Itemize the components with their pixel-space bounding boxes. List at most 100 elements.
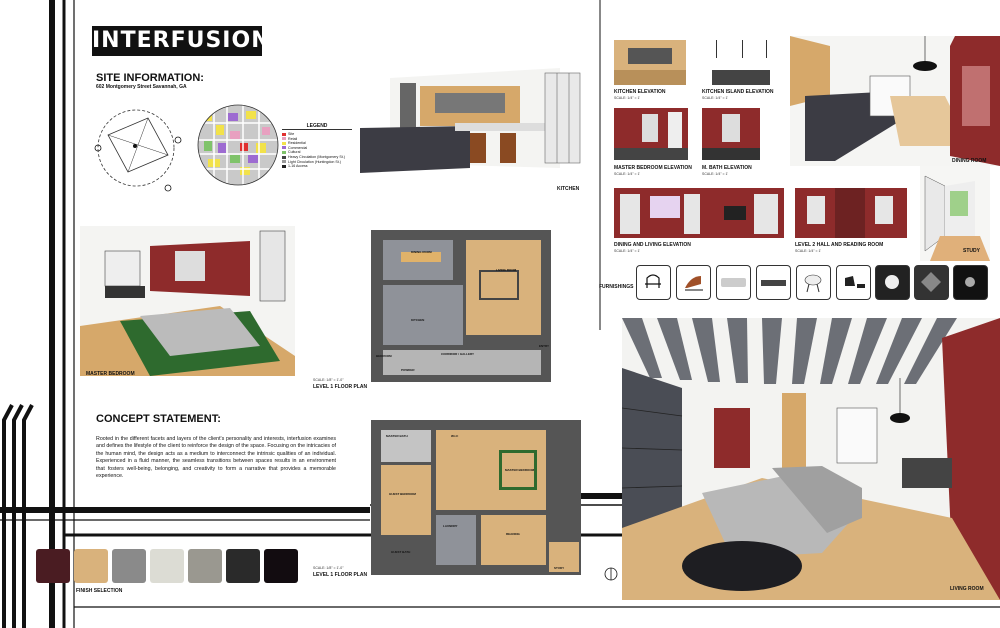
finish-swatch-white-marble	[150, 549, 184, 583]
finish-swatch-black-marble	[226, 549, 260, 583]
eames-lounger-icon	[836, 265, 871, 300]
legend-item: Light Circulation (Huntingdon St.)	[282, 160, 352, 165]
site-info-heading: SITE INFORMATION:	[96, 72, 204, 84]
plan2-guest-bed	[381, 465, 431, 535]
dining-room-perspective	[790, 36, 1000, 166]
plan2-bed-green	[499, 450, 537, 490]
plan2-room-guest-bath: GUEST BATH	[391, 550, 411, 554]
legend-label: Commercial	[288, 145, 308, 150]
legend-swatch	[282, 164, 286, 168]
legend-item: Cultural	[282, 150, 352, 155]
plan2-room-guest-bed: GUEST BEDROOM	[389, 492, 416, 496]
elevation-scale-5: SCALE: 1/4" = 1'	[614, 249, 641, 253]
study-sketch	[920, 166, 990, 261]
living-room-label: LIVING ROOM	[950, 586, 984, 592]
master-bedroom-sketch	[80, 226, 295, 376]
elevation-label-6: LEVEL 2 HALL AND READING ROOM	[795, 242, 884, 248]
plan1-kitchen	[383, 285, 463, 345]
level1-plan-label: LEVEL 1 FLOOR PLAN	[313, 384, 368, 390]
legend-swatch	[282, 132, 286, 136]
plan2-laundry	[436, 515, 476, 565]
legend-swatch	[282, 146, 286, 150]
plan2-reading	[481, 515, 546, 565]
plan2-room-master-bath: MASTER BATH	[386, 434, 408, 438]
plan2-master-bath	[381, 430, 431, 462]
legend-item: Retail	[282, 137, 352, 142]
level2-plan-label: LEVEL 1 FLOOR PLAN	[313, 572, 368, 578]
master-bedroom-perspective	[80, 226, 295, 376]
site-map	[197, 104, 279, 186]
legend-label: 1-16 Access	[288, 164, 308, 169]
kitchen-label: KITCHEN	[557, 186, 580, 192]
finish-selection-label: FINISH SELECTION	[76, 588, 123, 594]
plan1-room-dining: DINING ROOM	[411, 250, 432, 254]
plan1-room-kitchen: KITCHEN	[411, 318, 425, 322]
finish-swatch-grey-stone	[188, 549, 222, 583]
plan1-living	[466, 240, 541, 335]
dining-room-label: DINING ROOM	[952, 158, 987, 164]
study-perspective	[920, 166, 990, 261]
elevation-scale-4: SCALE: 1/4" = 1'	[702, 172, 729, 176]
elevation-scale-3: SCALE: 1/4" = 1'	[614, 172, 641, 176]
legend-label: Residential	[288, 141, 306, 146]
legend-label: Cultural	[288, 150, 301, 155]
plan2-room-master-bed: MASTER BEDROOM	[505, 468, 535, 472]
concept-statement: Rooted in the different facets and layer…	[96, 436, 336, 480]
living-room-sketch	[622, 318, 1000, 600]
north-arrow-icon	[604, 567, 618, 581]
plan1-room-bedroom: BEDROOM	[376, 354, 392, 358]
legend-item: 1-16 Access	[282, 164, 352, 169]
plan2-master-bed	[436, 430, 546, 510]
legend-item: Commercial	[282, 146, 352, 151]
pendant-light-icon	[875, 265, 910, 300]
elevation-label-5: DINING AND LIVING ELEVATION	[614, 242, 691, 248]
elevation-label-4: M. BATH ELEVATION	[702, 165, 752, 171]
site-address: 602 Montgomery Street Savannah, GA	[96, 84, 187, 90]
finish-swatch-black-lacquer	[264, 549, 298, 583]
sun-path-diagram	[94, 109, 182, 192]
sculpture-icon	[953, 265, 988, 300]
elevation-label-1: KITCHEN ELEVATION	[614, 89, 666, 95]
level2-floor-plan: MASTER BATH W.I.C MASTER BEDROOM GUEST B…	[371, 420, 581, 575]
level1-floor-plan: DINING ROOM LIVING ROOM KITCHEN BEDROOM …	[371, 230, 551, 382]
furnishings-label: FURNISHINGS	[599, 284, 634, 290]
legend-title: LEGEND	[282, 123, 352, 130]
elevation-label-3: MASTER BEDROOM ELEVATION	[614, 165, 692, 171]
legend-label: Light Circulation (Huntingdon St.)	[288, 159, 341, 164]
kitchen-perspective	[360, 68, 590, 190]
elevation-scale-2: SCALE: 1/4" = 1'	[702, 96, 729, 100]
plan1-room-powder: POWDER	[401, 368, 415, 372]
legend-item: Heavy Circulation (Montgomery St.)	[282, 155, 352, 160]
plan2-study	[549, 542, 579, 572]
level2-scale: SCALE: 1/8" = 1'-0"	[313, 566, 344, 570]
dining-sketch	[790, 36, 1000, 166]
legend-item: Residential	[282, 141, 352, 146]
elevation-label-2: KITCHEN ISLAND ELEVATION	[702, 89, 774, 95]
plan1-room-corridor: CORRIDOR / GALLERY	[441, 352, 475, 356]
legend-swatch	[282, 141, 286, 145]
console-icon	[756, 265, 791, 300]
plan2-room-study: STUDY	[554, 566, 565, 570]
legend-swatch	[282, 137, 286, 141]
kitchen-elevation	[614, 40, 686, 85]
page-title: INTERFUSION	[92, 26, 270, 56]
kitchen-sketch	[360, 68, 581, 173]
legend-swatch	[282, 160, 286, 164]
kitchen-island-elevation	[702, 40, 778, 85]
plan2-room-reading: READING	[506, 532, 520, 536]
plan1-room-living: LIVING ROOM	[496, 268, 517, 272]
level2-hall-reading-elevation	[795, 188, 907, 238]
master-bedroom-elevation	[614, 108, 688, 160]
legend-swatch	[282, 155, 286, 159]
legend-label: Retail	[288, 136, 298, 141]
study-label: STUDY	[963, 248, 980, 254]
plan1-room-entry: ENTRY	[539, 344, 550, 348]
plan1-sofa	[479, 270, 519, 300]
plan2-room-laundry: LAUNDRY	[443, 524, 458, 528]
master-bath-elevation	[702, 108, 760, 160]
legend-swatch	[282, 150, 286, 154]
geometric-decor-icon	[914, 265, 949, 300]
shell-chair-icon	[796, 265, 831, 300]
